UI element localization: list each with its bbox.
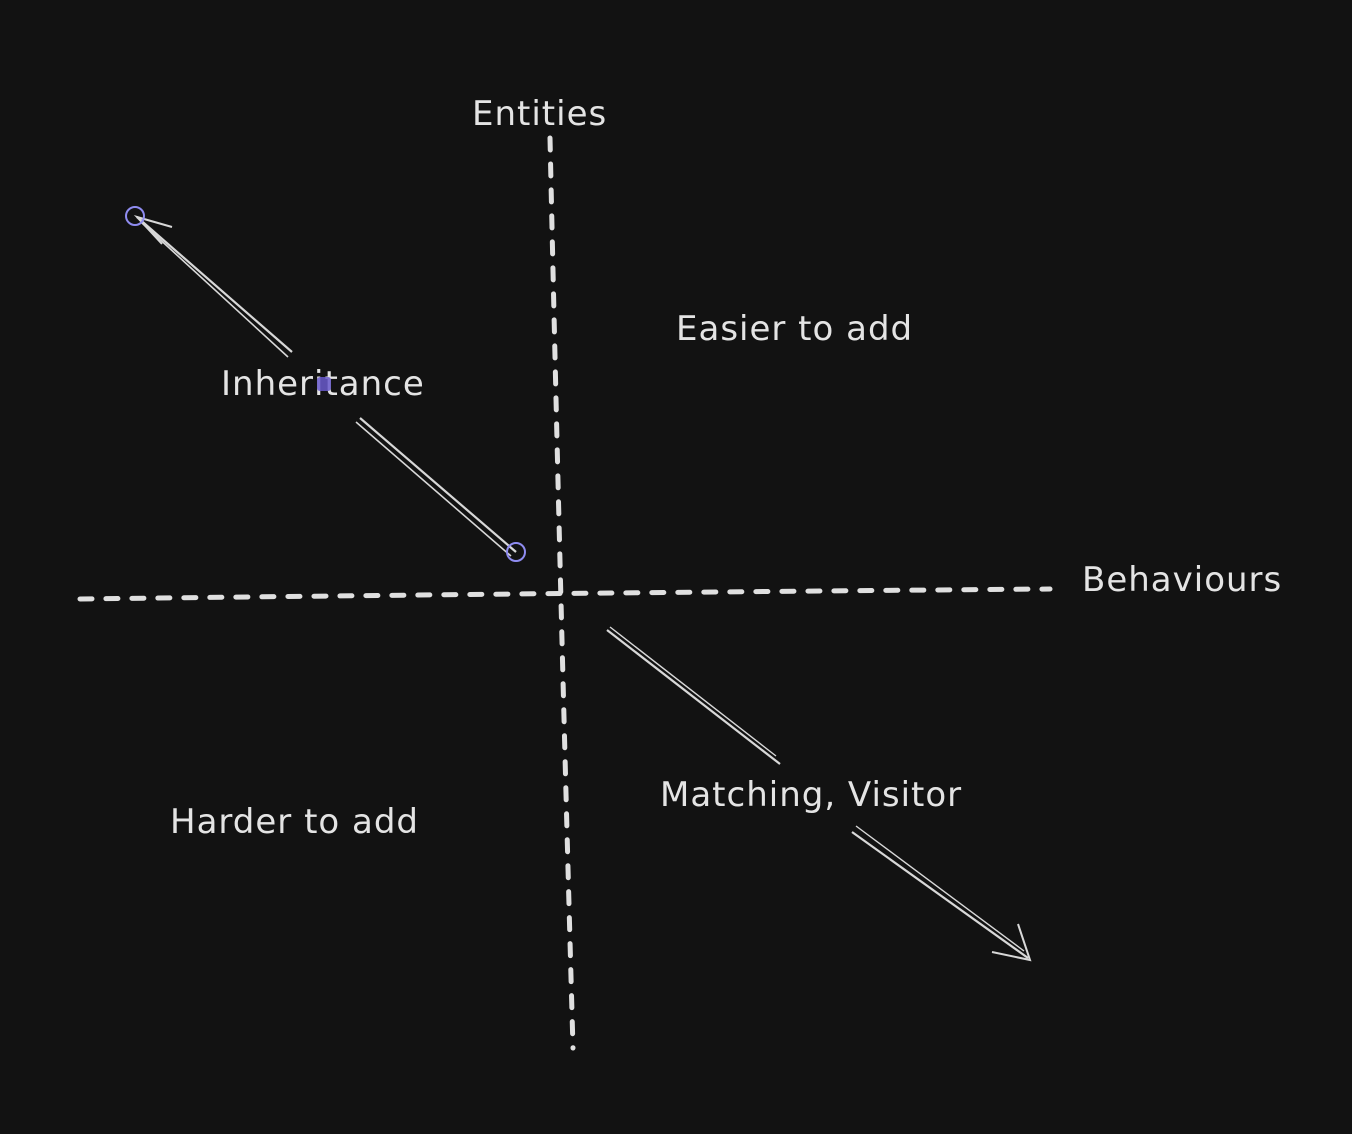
inheritance-arrowhead xyxy=(133,215,173,245)
inheritance-handle-end[interactable] xyxy=(506,542,526,562)
inheritance-label[interactable]: Inheritance xyxy=(217,367,429,401)
behaviours-label[interactable]: Behaviours xyxy=(1082,560,1283,600)
inheritance-arrow[interactable] xyxy=(125,206,526,562)
entities-label[interactable]: Entities xyxy=(472,94,608,134)
matching-arrowhead xyxy=(991,923,1032,962)
matching-visitor-label[interactable]: Matching, Visitor xyxy=(656,778,967,812)
behaviours-axis[interactable] xyxy=(77,586,1053,602)
easier-to-add-label[interactable]: Easier to add xyxy=(676,309,914,349)
inheritance-handle-start[interactable] xyxy=(125,206,145,226)
harder-to-add-label[interactable]: Harder to add xyxy=(170,802,420,842)
matching-arrow[interactable] xyxy=(606,626,1032,962)
